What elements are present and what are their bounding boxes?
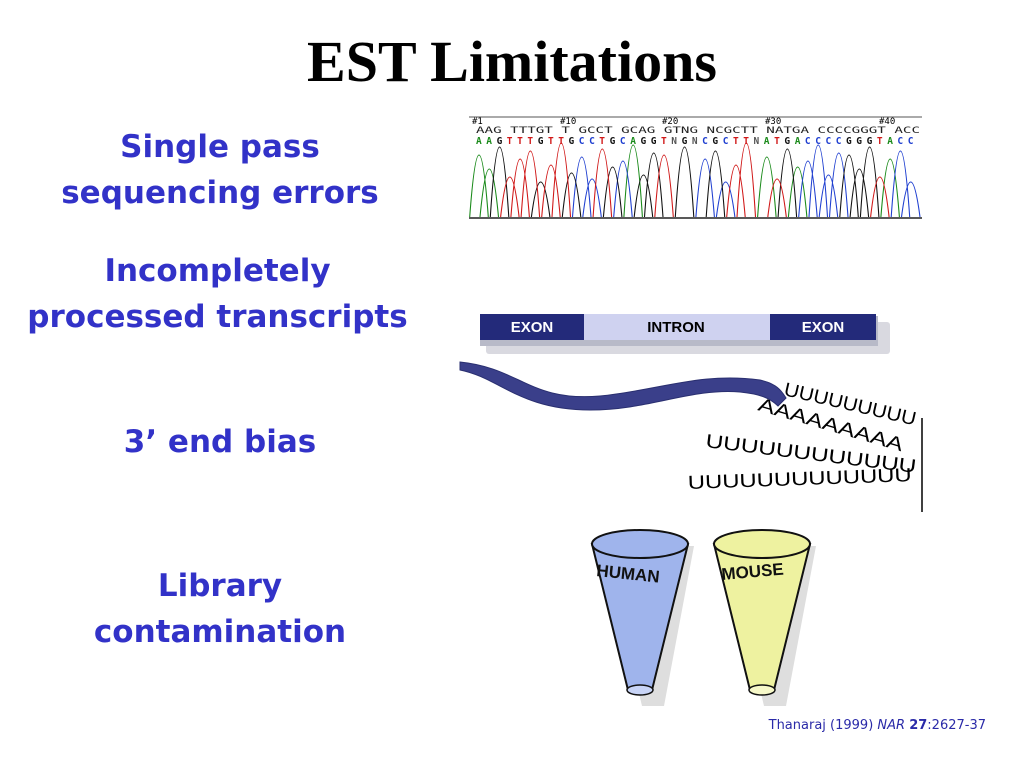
position-marker: #30 xyxy=(765,117,781,127)
citation-journal: NAR xyxy=(877,718,906,733)
bullet-line: Single pass xyxy=(120,129,320,165)
base-call: C xyxy=(702,136,708,147)
base-call: T xyxy=(661,136,667,147)
base-call: A xyxy=(486,136,492,147)
base-call: G xyxy=(682,136,688,147)
called-sequence: AAG TTTGT T GCCT GCAG GTNG NCGCTT NATGA … xyxy=(476,125,920,135)
exon-left-label: EXON xyxy=(511,319,554,336)
base-call: C xyxy=(620,136,626,147)
base-call: A xyxy=(476,136,482,147)
base-call: T xyxy=(774,136,780,147)
exon-right-box xyxy=(770,314,876,340)
bullet-library-contamination: Library contamination xyxy=(30,563,410,655)
base-call: G xyxy=(784,136,790,147)
base-call: G xyxy=(641,136,647,147)
trace-line xyxy=(469,144,900,218)
base-call: G xyxy=(538,136,544,147)
intron-box xyxy=(584,314,770,340)
base-call: G xyxy=(610,136,616,147)
base-call: N xyxy=(692,136,698,147)
position-marker: #1 xyxy=(472,117,483,127)
base-call: C xyxy=(589,136,595,147)
base-call: T xyxy=(517,136,523,147)
base-call: G xyxy=(712,136,718,147)
bullet-end-bias: 3’ end bias xyxy=(30,419,410,465)
base-call: C xyxy=(723,136,729,147)
base-call: G xyxy=(867,136,873,147)
library-cups: HUMAN MOUSE xyxy=(590,529,816,706)
human-library-cup: HUMAN xyxy=(590,529,690,696)
base-call: T xyxy=(599,136,605,147)
mouse-library-cup: MOUSE xyxy=(712,529,812,696)
base-call: T xyxy=(877,136,883,147)
trace-line xyxy=(489,146,880,218)
trace-peaks xyxy=(469,142,921,218)
position-marker: #40 xyxy=(879,117,895,127)
bullet-sequencing-errors: Single pass sequencing errors xyxy=(30,124,410,216)
base-call: G xyxy=(569,136,575,147)
poly-u-tail: UUUUUUUUUUUUU xyxy=(687,465,912,494)
bullet-line: 3’ end bias xyxy=(123,424,317,460)
bullet-line: Library xyxy=(157,568,283,604)
citation: Thanaraj (1999) NAR 27:2627-37 xyxy=(769,718,986,733)
base-call: C xyxy=(836,136,842,147)
base-call: C xyxy=(897,136,903,147)
citation-pages: :2627-37 xyxy=(927,718,986,733)
base-call: G xyxy=(856,136,862,147)
bullet-line: processed transcripts xyxy=(27,299,408,335)
position-marker: #20 xyxy=(662,117,678,127)
base-call: C xyxy=(579,136,585,147)
bullet-incomplete-transcripts: Incompletely processed transcripts xyxy=(10,248,425,340)
base-call: G xyxy=(651,136,657,147)
exon-left-box xyxy=(480,314,584,340)
base-call: C xyxy=(805,136,811,147)
slide-title: EST Limitations xyxy=(307,29,717,94)
base-call: T xyxy=(733,136,739,147)
citation-volume: 27 xyxy=(909,718,928,733)
base-call: N xyxy=(754,136,760,147)
base-call: G xyxy=(497,136,503,147)
position-marker: #10 xyxy=(560,117,576,127)
base-call: T xyxy=(507,136,513,147)
base-call: A xyxy=(887,136,893,147)
citation-author: Thanaraj (1999) xyxy=(768,718,874,733)
base-call: C xyxy=(908,136,914,147)
bullet-line: sequencing errors xyxy=(61,175,379,211)
sequence-chromatogram: #1 #10 #20 #30 #40 AAG TTTGT T GCCT GCAG… xyxy=(469,116,922,219)
gene-diagram: EXON INTRON EXON UUUUUUUUU AAAAAAAAA UUU… xyxy=(459,314,923,512)
base-call: C xyxy=(815,136,821,147)
intron-label: INTRON xyxy=(647,319,705,336)
base-call: N xyxy=(671,136,677,147)
trace-line xyxy=(500,142,890,218)
base-call: T xyxy=(743,136,749,147)
trace-line xyxy=(571,144,921,218)
exon-right-label: EXON xyxy=(802,319,845,336)
bullet-line: contamination xyxy=(93,614,347,650)
bullet-line: Incompletely xyxy=(104,253,331,289)
base-call: C xyxy=(826,136,832,147)
base-call: T xyxy=(558,136,564,147)
base-call: T xyxy=(527,136,533,147)
base-call: A xyxy=(630,136,636,147)
base-call: A xyxy=(795,136,801,147)
mrna-ribbon xyxy=(459,361,787,411)
base-call: G xyxy=(846,136,852,147)
base-call: T xyxy=(548,136,554,147)
base-call: A xyxy=(764,136,770,147)
